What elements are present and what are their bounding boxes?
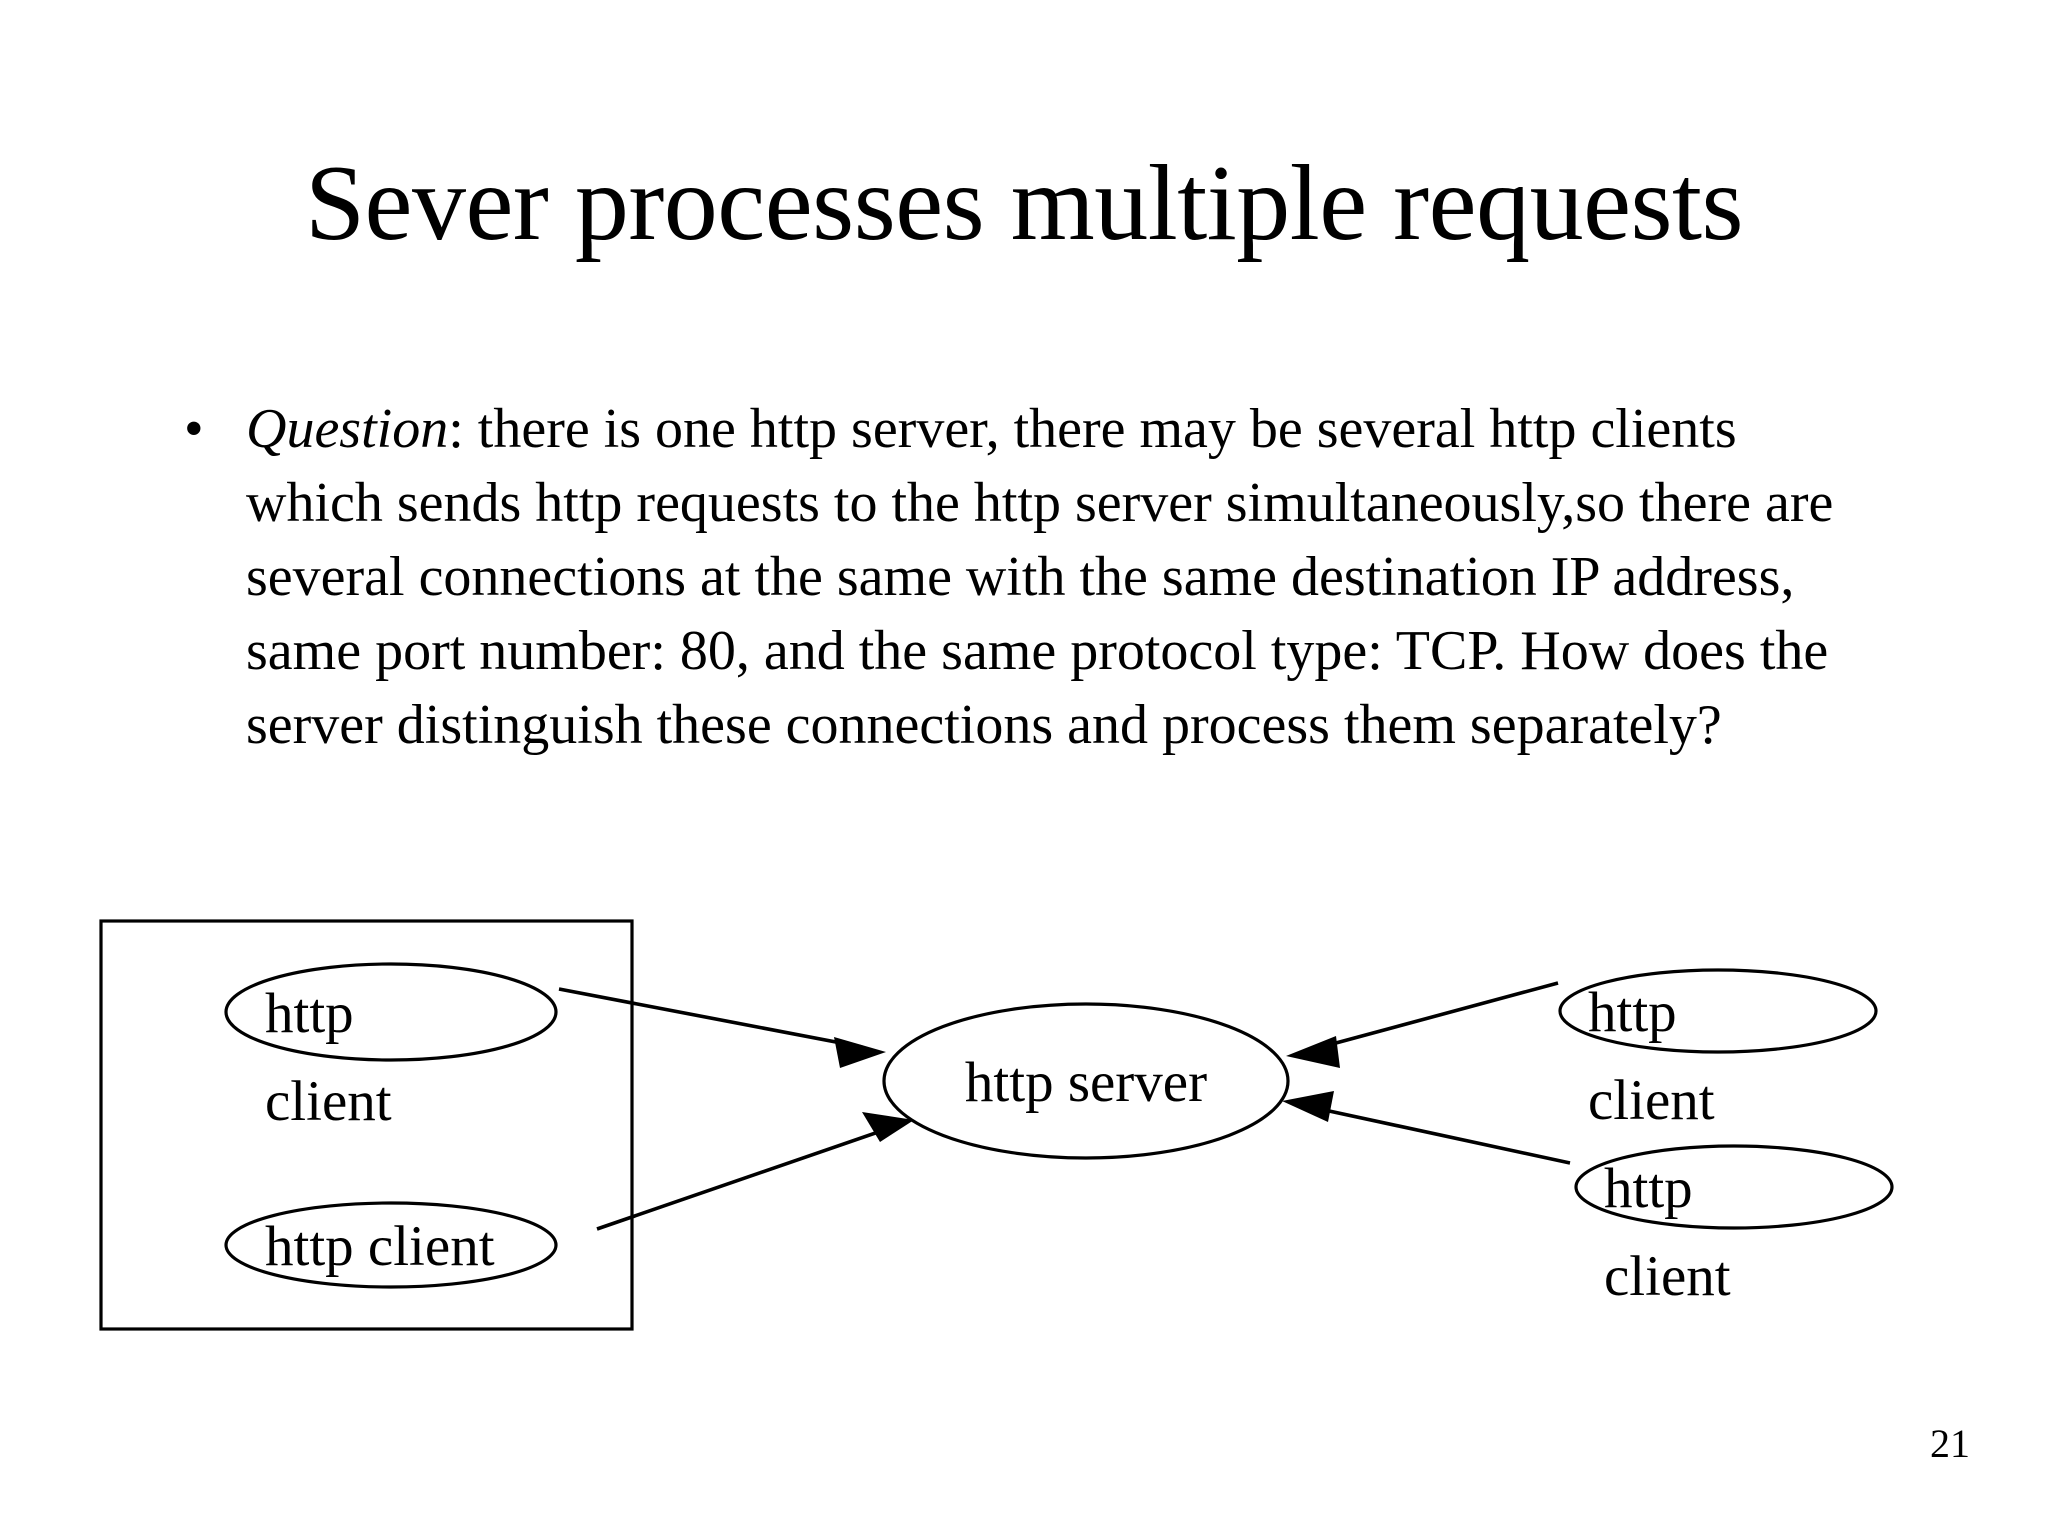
edge-right-client-2-to-server — [1305, 1104, 1571, 1165]
edge-right-client-1-to-server — [1309, 981, 1559, 1052]
arrow-head-left-client-1 — [834, 1037, 886, 1068]
edge-left-client-1-to-server — [558, 987, 863, 1049]
left-client-1-sublabel: client — [265, 1070, 392, 1133]
right-client-2-sublabel: client — [1604, 1245, 1731, 1308]
body-content: • Question: there is one http server, th… — [178, 392, 1878, 762]
page-title: Sever processes multiple requests — [304, 144, 1744, 263]
right-client-1-sublabel: client — [1588, 1069, 1715, 1132]
right-client-2-ellipse — [1574, 1144, 1894, 1230]
bullet-item: • Question: there is one http server, th… — [178, 392, 1878, 762]
bullet-marker-icon: • — [184, 398, 204, 460]
arrow-head-right-client-1 — [1286, 1036, 1340, 1068]
page-number: 21 — [1930, 1421, 1970, 1466]
http-server-label: http server — [965, 1051, 1207, 1114]
client-group-box — [99, 919, 634, 1331]
left-client-1-ellipse — [224, 962, 558, 1062]
left-client-2-ellipse — [224, 1201, 558, 1289]
emphasis-question-label: Question — [246, 398, 449, 460]
arrow-head-right-client-2 — [1282, 1091, 1334, 1122]
edge-left-client-2-to-server — [596, 1126, 891, 1231]
left-client-1-label: http — [265, 982, 354, 1045]
right-client-2-label: http — [1604, 1157, 1693, 1220]
right-client-1-label: http — [1588, 981, 1677, 1044]
arrow-head-left-client-2 — [862, 1112, 914, 1142]
http-server-ellipse — [882, 1002, 1290, 1160]
paragraph-body-text: : there is one http server, there may be… — [246, 398, 1834, 756]
bullet-paragraph: Question: there is one http server, ther… — [246, 392, 1846, 762]
right-client-1-ellipse — [1558, 968, 1878, 1054]
left-client-2-label: http client — [265, 1215, 495, 1278]
